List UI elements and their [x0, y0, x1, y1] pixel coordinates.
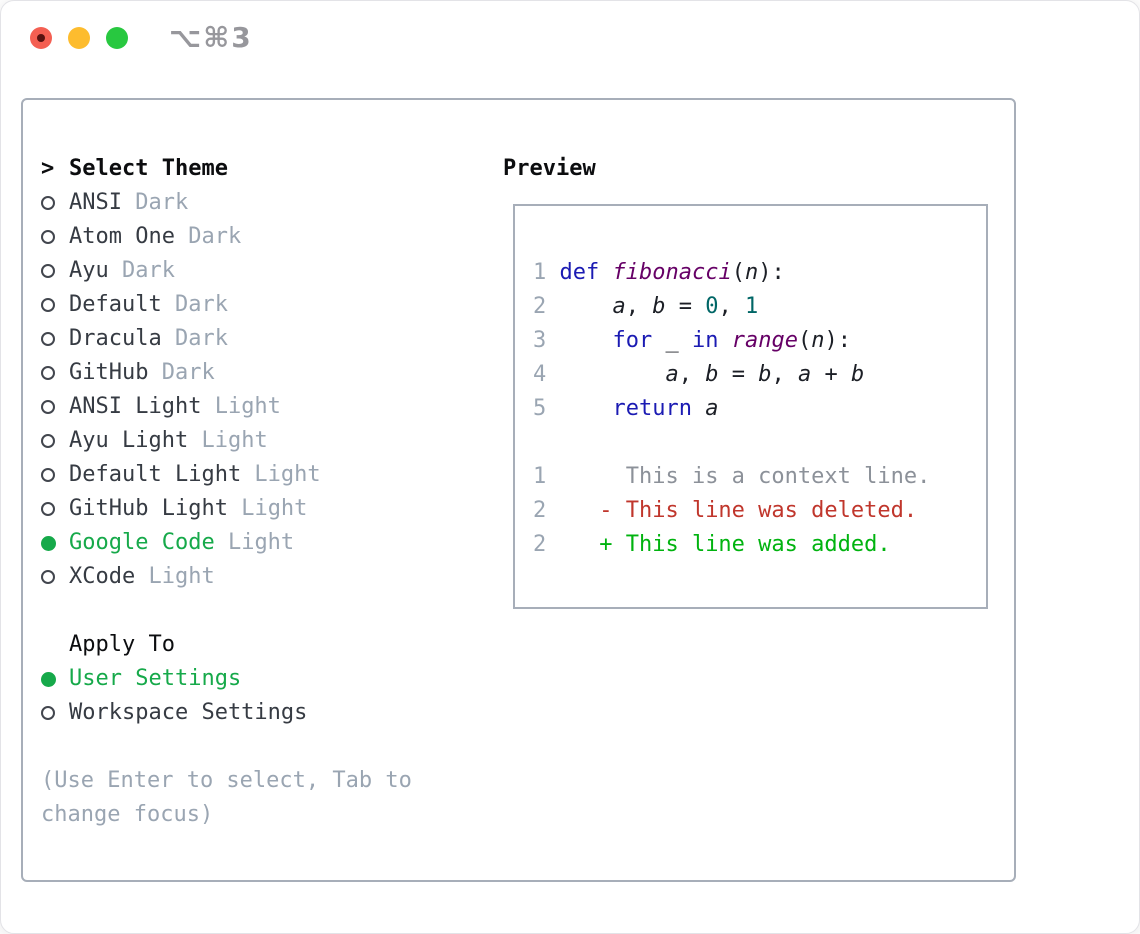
theme-variant-label: Light — [201, 394, 281, 419]
radio-unselected-icon — [41, 298, 55, 312]
code-line: 2 - This line was deleted. — [533, 498, 918, 523]
window-title: ⌥⌘3 — [169, 21, 253, 54]
option-label: Google Code — [69, 530, 215, 555]
apply-option-workspace-settings[interactable]: Workspace Settings — [41, 696, 481, 730]
apply-to-header-row: Apply To — [41, 628, 481, 662]
theme-option-ansi[interactable]: ANSI Dark — [41, 186, 481, 220]
radio-selected-icon — [41, 671, 56, 687]
radio-unselected-icon — [41, 502, 55, 516]
radio-unselected-icon — [41, 400, 55, 414]
option-label: Ayu — [69, 258, 109, 283]
code-line: 5 return a — [533, 396, 719, 421]
radio-unselected-icon — [41, 230, 55, 244]
cursor-arrow-icon: > — [41, 156, 55, 181]
radio-unselected-icon — [41, 468, 55, 482]
radio-unselected-icon — [41, 570, 55, 584]
theme-variant-label: Dark — [148, 360, 215, 385]
theme-variant-label: Dark — [174, 224, 242, 249]
code-line: 4 a, b = b, a + b — [533, 362, 865, 387]
theme-variant-label: Dark — [161, 326, 228, 351]
theme-option-default-light[interactable]: Default Light Light — [41, 458, 481, 492]
option-label: Default Light — [69, 462, 242, 487]
theme-variant-label: Light — [135, 564, 215, 589]
code-line: 2 a, b = 0, 1 — [533, 294, 759, 319]
theme-variant-label: Light — [241, 462, 321, 487]
radio-unselected-icon — [41, 434, 55, 448]
theme-variant-label: Dark — [121, 190, 189, 215]
radio-unselected-icon — [41, 196, 55, 210]
select-theme-header-row: > Select Theme — [41, 152, 481, 186]
option-label: GitHub — [69, 360, 149, 385]
apply-option-user-settings[interactable]: User Settings — [41, 662, 481, 696]
theme-variant-label: Light — [188, 428, 268, 453]
keyboard-hint: (Use Enter to select, Tab to change focu… — [41, 768, 412, 827]
theme-option-ayu-light[interactable]: Ayu Light Light — [41, 424, 481, 458]
theme-option-ansi-light[interactable]: ANSI Light Light — [41, 390, 481, 424]
zoom-button[interactable] — [106, 27, 128, 49]
theme-option-xcode[interactable]: XCode Light — [41, 560, 481, 594]
option-label: ANSI — [69, 190, 122, 215]
theme-option-default[interactable]: Default Dark — [41, 288, 481, 322]
code-line: 2 + This line was added. — [533, 532, 891, 557]
code-line — [533, 426, 986, 460]
theme-option-github[interactable]: GitHub Dark — [41, 356, 481, 390]
theme-variant-label: Light — [214, 530, 295, 555]
option-label: Default — [69, 292, 162, 317]
code-line: 1 def fibonacci(n): — [533, 260, 785, 285]
radio-unselected-icon — [41, 264, 55, 278]
code-preview: 1 def fibonacci(n): 2 a, b = 0, 1 3 for _ … — [515, 206, 986, 562]
radio-selected-icon — [41, 535, 56, 551]
option-label: User Settings — [69, 666, 242, 691]
preview-pane: 1 def fibonacci(n): 2 a, b = 0, 1 3 for _ … — [513, 204, 988, 609]
option-label: Atom One — [69, 224, 175, 249]
code-line: 1 This is a context line. — [533, 464, 931, 489]
option-label: ANSI Light — [69, 394, 202, 419]
option-label: XCode — [69, 564, 136, 589]
theme-option-atom-one[interactable]: Atom One Dark — [41, 220, 481, 254]
code-line: 3 for _ in range(n): — [533, 328, 851, 353]
option-label: Dracula — [69, 326, 162, 351]
theme-variant-label: Dark — [108, 258, 175, 283]
minimize-button[interactable] — [68, 27, 90, 49]
apply-to-header: Apply To — [69, 632, 175, 657]
theme-option-github-light[interactable]: GitHub Light Light — [41, 492, 481, 526]
titlebar: ⌥⌘3 — [1, 1, 1139, 76]
radio-unselected-icon — [41, 366, 55, 380]
option-label: GitHub Light — [69, 496, 228, 521]
close-button[interactable] — [30, 27, 52, 49]
theme-variant-label: Light — [227, 496, 308, 521]
theme-option-dracula[interactable]: Dracula Dark — [41, 322, 481, 356]
select-theme-header: Select Theme — [69, 156, 228, 181]
theme-option-ayu[interactable]: Ayu Dark — [41, 254, 481, 288]
radio-unselected-icon — [41, 332, 55, 346]
option-label: Workspace Settings — [69, 700, 308, 725]
theme-variant-label: Dark — [161, 292, 228, 317]
theme-option-google-code[interactable]: Google Code Light — [41, 526, 481, 560]
radio-unselected-icon — [41, 706, 55, 720]
option-label: Ayu Light — [69, 428, 189, 453]
preview-title: Preview — [503, 156, 596, 181]
